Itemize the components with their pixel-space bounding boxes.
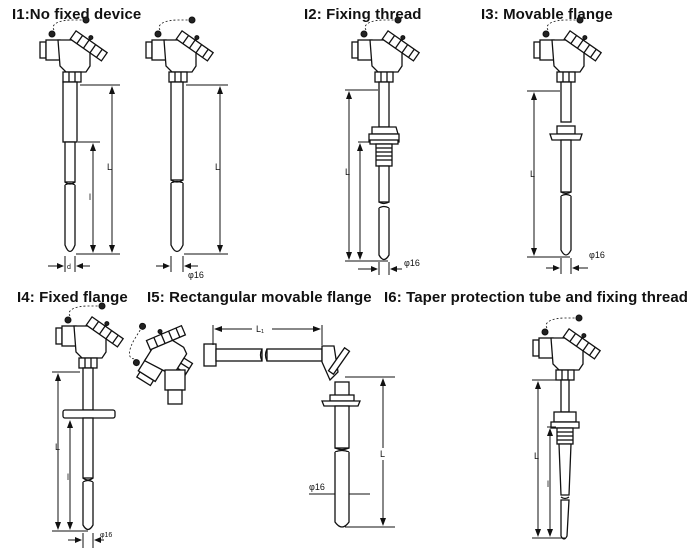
protection-tube-tip xyxy=(170,183,184,253)
diameter-label: φ16 xyxy=(589,250,605,260)
diagram-i1-left: L l d xyxy=(39,16,120,272)
movable-flange-collar xyxy=(329,394,355,402)
diagram-i1-right: L φ16 xyxy=(145,16,228,280)
diagram-i3: L φ16 xyxy=(527,16,605,274)
length-label: L xyxy=(345,167,350,177)
insertion-label: l xyxy=(89,192,91,202)
length-label: L xyxy=(55,442,60,452)
taper-protection-tube xyxy=(558,443,572,496)
diagram-title-i6: I6: Taper protection tube and fixing thr… xyxy=(384,289,688,306)
protection-tube-tip xyxy=(378,208,390,261)
length-label: L xyxy=(530,169,535,179)
protection-tube-tip xyxy=(560,196,572,256)
diameter-label: φ16 xyxy=(100,532,112,539)
length-label: L xyxy=(215,162,220,172)
protection-tube-tip xyxy=(64,185,76,253)
diameter-label: φ16 xyxy=(404,258,420,268)
protection-tube-tip xyxy=(82,482,94,531)
diagram-title-i1: I1:No fixed device xyxy=(12,6,142,23)
hex-nut xyxy=(371,126,399,135)
fixing-thread xyxy=(375,143,393,167)
diagram-i2: L φ16 xyxy=(345,16,423,275)
protection-tube-upper xyxy=(62,81,78,143)
diameter-label: d xyxy=(67,264,71,271)
protection-tube-upper xyxy=(170,81,184,181)
length-label: L xyxy=(534,451,539,461)
protection-tube-tip xyxy=(334,452,350,528)
fixed-flange xyxy=(62,409,116,419)
diameter-label: φ16 xyxy=(188,270,204,280)
horizontal-tube xyxy=(215,348,263,362)
protection-tube-upper xyxy=(378,81,390,128)
diagram-title-i4: I4: Fixed flange xyxy=(17,289,128,306)
cable-gland xyxy=(164,369,186,391)
diagram-i5: L₁ L φ16 xyxy=(114,303,395,528)
horizontal-length-label: L₁ xyxy=(256,324,264,334)
hex-nut xyxy=(553,411,577,423)
diagram-title-i2: I2: Fixing thread xyxy=(304,6,422,23)
diameter-label: φ16 xyxy=(309,482,325,492)
insertion-label: l xyxy=(547,479,549,489)
taper-tube-tip xyxy=(560,499,570,540)
diagram-i6: L l xyxy=(532,314,604,540)
movable-flange-collar xyxy=(556,125,576,135)
length-label: L xyxy=(380,449,385,459)
insertion-label: l xyxy=(67,472,69,482)
rectangular-movable-flange xyxy=(321,400,361,407)
protection-tube-mid xyxy=(64,141,76,183)
length-label: L xyxy=(107,162,112,172)
diagram-title-i5: I5: Rectangular movable flange xyxy=(147,289,372,306)
movable-flange xyxy=(549,133,583,141)
diagram-i4: L l φ16 xyxy=(52,302,127,548)
